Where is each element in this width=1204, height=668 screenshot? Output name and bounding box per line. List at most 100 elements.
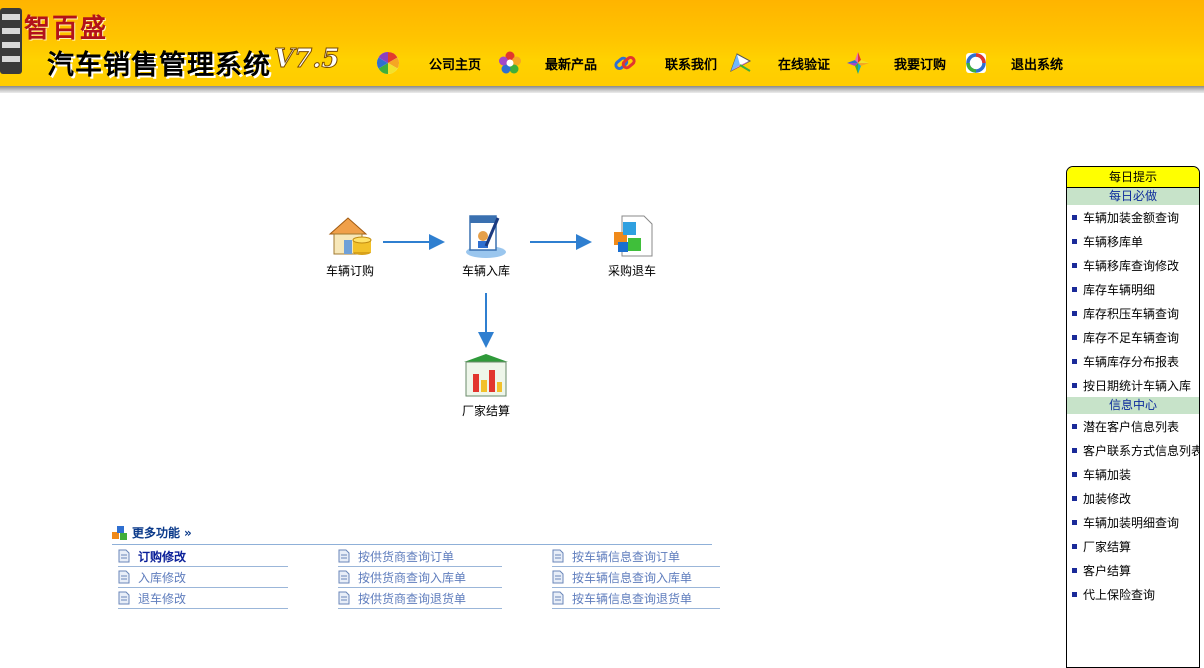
panel-item-label[interactable]: 厂家结算 <box>1083 539 1132 554</box>
panel-item[interactable]: 车辆库存分布报表 <box>1067 349 1199 373</box>
link-order-edit[interactable]: 订购修改 <box>138 549 187 564</box>
link-supplier-order-query[interactable]: 按供货商查询订单 <box>358 549 455 564</box>
nav-label-products[interactable]: 最新产品 <box>545 57 598 73</box>
panel-item-label[interactable]: 车辆加装金额查询 <box>1083 210 1180 225</box>
nav-item-order[interactable] <box>846 50 870 76</box>
nav-label-logout[interactable]: 退出系统 <box>1011 57 1064 73</box>
nav-link-order[interactable]: 我要订购 <box>894 50 946 76</box>
header-bar: 智百盛 汽车销售管理系统 V7.5 公司主页 <box>0 0 1204 86</box>
node-label-return[interactable]: 采购退车 <box>607 264 656 278</box>
panel-item[interactable]: 车辆加装明细查询 <box>1067 510 1199 534</box>
node-label-stock-in[interactable]: 车辆入库 <box>461 264 510 278</box>
nav-link-contact[interactable]: 联系我们 <box>665 50 717 76</box>
document-icon <box>338 591 350 605</box>
cubes-document-icon <box>614 215 653 257</box>
panel-item[interactable]: 客户联系方式信息列表 <box>1067 438 1199 462</box>
panel-item[interactable]: 客户结算 <box>1067 558 1199 582</box>
panel-item[interactable]: 库存积压车辆查询 <box>1067 301 1199 325</box>
node-label-order[interactable]: 车辆订购 <box>325 264 374 278</box>
bullet-icon <box>1072 423 1077 429</box>
more-link-row[interactable]: 按车辆信息查询订单 <box>552 546 720 567</box>
link-vehicle-return-query[interactable]: 按车辆信息查询退货单 <box>572 591 693 606</box>
workflow-node-return[interactable]: 采购退车 <box>587 212 677 279</box>
panel-item-label[interactable]: 客户联系方式信息列表 <box>1083 443 1200 458</box>
panel-item[interactable]: 潜在客户信息列表 <box>1067 414 1199 438</box>
workflow-node-order[interactable]: 车辆订购 <box>305 212 395 279</box>
logo-emblem-icon <box>0 8 22 74</box>
panel-item-label[interactable]: 代上保险查询 <box>1083 587 1156 602</box>
panel-item-label[interactable]: 按日期统计车辆入库 <box>1083 378 1192 393</box>
panel-item-label[interactable]: 车辆加装 <box>1083 467 1132 482</box>
node-label-settlement[interactable]: 厂家结算 <box>461 404 510 418</box>
more-link-row[interactable]: 按车辆信息查询退货单 <box>552 588 720 609</box>
system-title: 汽车销售管理系统 <box>47 50 271 81</box>
link-vehicle-order-query[interactable]: 按车辆信息查询订单 <box>572 549 681 564</box>
more-link-row[interactable]: 按供货商查询订单 <box>338 546 502 567</box>
panel-item-label[interactable]: 库存积压车辆查询 <box>1083 306 1180 321</box>
bar-chart-icon <box>464 354 508 397</box>
link-stock-in-edit[interactable]: 入库修改 <box>138 570 187 585</box>
bullet-icon <box>1072 447 1077 453</box>
more-link-row[interactable]: 按供货商查询入库单 <box>338 567 502 588</box>
panel-item-label[interactable]: 客户结算 <box>1083 563 1132 578</box>
nav-label-home[interactable]: 公司主页 <box>429 57 482 73</box>
more-link-row[interactable]: 按供货商查询退货单 <box>338 588 502 609</box>
header-divider <box>0 86 1204 93</box>
link-vehicle-stock-in-query[interactable]: 按车辆信息查询入库单 <box>572 570 693 585</box>
nav-link-home[interactable]: 公司主页 <box>429 50 481 76</box>
panel-item[interactable]: 车辆加装 <box>1067 462 1199 486</box>
panel-item[interactable]: 加装修改 <box>1067 486 1199 510</box>
more-link-row[interactable]: 按车辆信息查询入库单 <box>552 567 720 588</box>
nav-link-logout[interactable]: 退出系统 <box>1011 50 1063 76</box>
panel-item[interactable]: 车辆加装金额查询 <box>1067 205 1199 229</box>
panel-item[interactable]: 按日期统计车辆入库 <box>1067 373 1199 397</box>
workflow-node-settlement[interactable]: 厂家结算 <box>441 352 531 419</box>
panel-item[interactable]: 库存车辆明细 <box>1067 277 1199 301</box>
bullet-icon <box>1072 519 1077 525</box>
nav-item-contact[interactable] <box>613 50 637 76</box>
panel-item-label[interactable]: 车辆库存分布报表 <box>1083 354 1180 369</box>
bullet-icon <box>1072 567 1077 573</box>
panel-item[interactable]: 车辆移库单 <box>1067 229 1199 253</box>
nav-item-home[interactable] <box>376 50 400 76</box>
workflow-arrows <box>383 234 592 348</box>
panel-item-label[interactable]: 车辆移库查询修改 <box>1083 258 1180 273</box>
link-supplier-return-query[interactable]: 按供货商查询退货单 <box>358 591 467 606</box>
panel-section-info: 信息中心 <box>1067 397 1199 414</box>
panel-item[interactable]: 厂家结算 <box>1067 534 1199 558</box>
panel-item-label[interactable]: 潜在客户信息列表 <box>1083 419 1180 434</box>
panel-item[interactable]: 代上保险查询 <box>1067 582 1199 606</box>
workflow-node-stock-in[interactable]: 车辆入库 <box>441 212 531 279</box>
document-icon <box>118 591 130 605</box>
bullet-icon <box>1072 334 1077 340</box>
bullet-icon <box>1072 238 1077 244</box>
document-icon <box>552 570 564 584</box>
document-edit-icon <box>466 215 506 258</box>
more-link-row[interactable]: 入库修改 <box>118 567 288 588</box>
bullet-icon <box>1072 495 1077 501</box>
panel-item-label[interactable]: 库存车辆明细 <box>1083 282 1156 297</box>
panel-item-label[interactable]: 车辆移库单 <box>1083 234 1144 249</box>
panel-item[interactable]: 库存不足车辆查询 <box>1067 325 1199 349</box>
more-link-row[interactable]: 订购修改 <box>118 546 288 567</box>
panel-item-label[interactable]: 加装修改 <box>1083 491 1132 506</box>
panel-item[interactable]: 车辆移库查询修改 <box>1067 253 1199 277</box>
panel-item-label[interactable]: 库存不足车辆查询 <box>1083 330 1180 345</box>
more-functions-divider <box>112 544 712 545</box>
link-supplier-stock-in-query[interactable]: 按供货商查询入库单 <box>358 570 467 585</box>
panel-item-label[interactable]: 车辆加装明细查询 <box>1083 515 1180 530</box>
nav-item-verify[interactable] <box>728 50 752 76</box>
nav-label-verify[interactable]: 在线验证 <box>778 57 831 73</box>
more-link-row[interactable]: 退车修改 <box>118 588 288 609</box>
nav-label-order[interactable]: 我要订购 <box>894 57 947 73</box>
color-burst-icon <box>847 52 869 74</box>
document-icon <box>552 549 564 563</box>
nav-link-verify[interactable]: 在线验证 <box>778 50 830 76</box>
nav-item-products[interactable] <box>498 50 522 76</box>
nav-link-products[interactable]: 最新产品 <box>545 50 597 76</box>
link-return-edit[interactable]: 退车修改 <box>138 591 187 606</box>
daily-tips-panel: 每日提示 每日必做 车辆加装金额查询 车辆移库单 车辆移库查询修改 库存车辆明细… <box>1066 166 1200 668</box>
document-icon <box>118 570 130 584</box>
nav-label-contact[interactable]: 联系我们 <box>665 57 718 73</box>
nav-item-logout[interactable] <box>964 50 988 76</box>
